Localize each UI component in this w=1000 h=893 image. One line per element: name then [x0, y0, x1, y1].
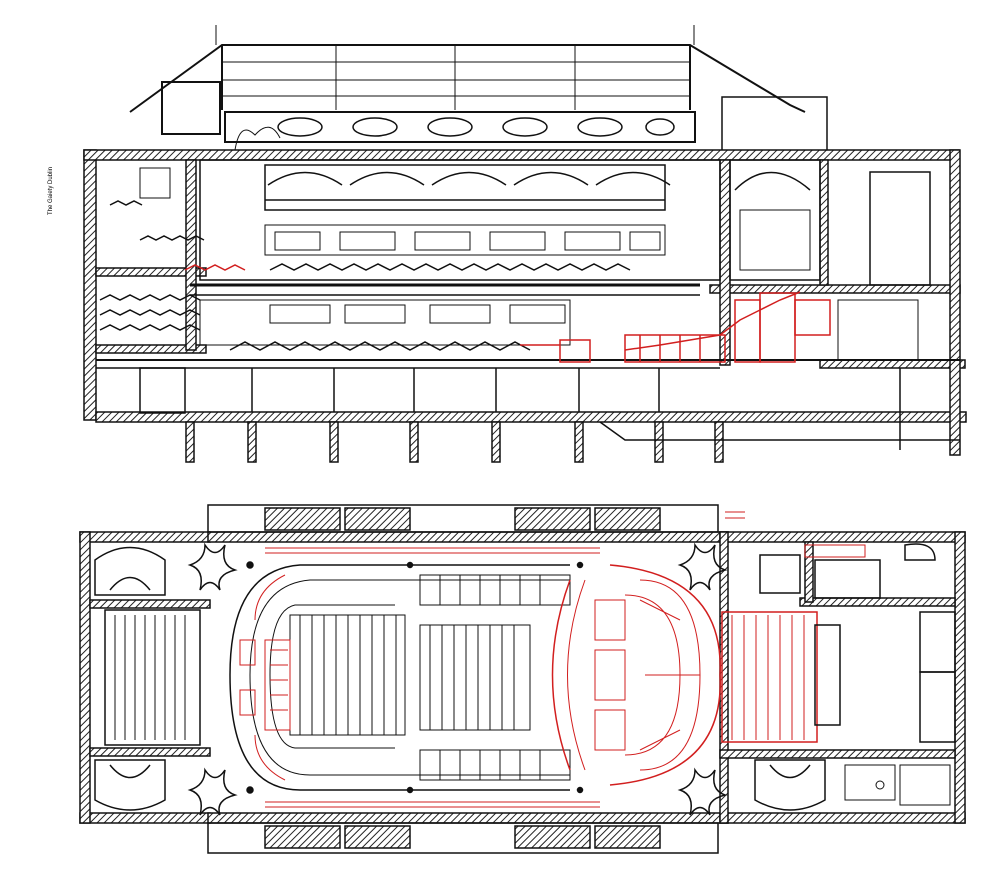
longitudinal-section	[83, 25, 967, 463]
walls-and-slabs	[83, 149, 967, 456]
plan-outer-walls	[79, 531, 966, 824]
rear-stalls-block	[104, 609, 201, 746]
auditorium-horseshoe	[229, 561, 584, 794]
ornate-ceiling-band	[224, 111, 696, 151]
backstage-rooms	[814, 559, 956, 806]
auditorium-interior	[99, 159, 931, 361]
stairwells	[94, 543, 936, 811]
roof	[129, 25, 828, 153]
section-red-alterations	[184, 264, 831, 363]
corner-piers	[187, 542, 728, 816]
foundation-columns	[96, 359, 960, 463]
entrance-bays	[207, 504, 719, 854]
plan-red-alterations	[239, 511, 866, 808]
floor-plan	[79, 504, 966, 854]
